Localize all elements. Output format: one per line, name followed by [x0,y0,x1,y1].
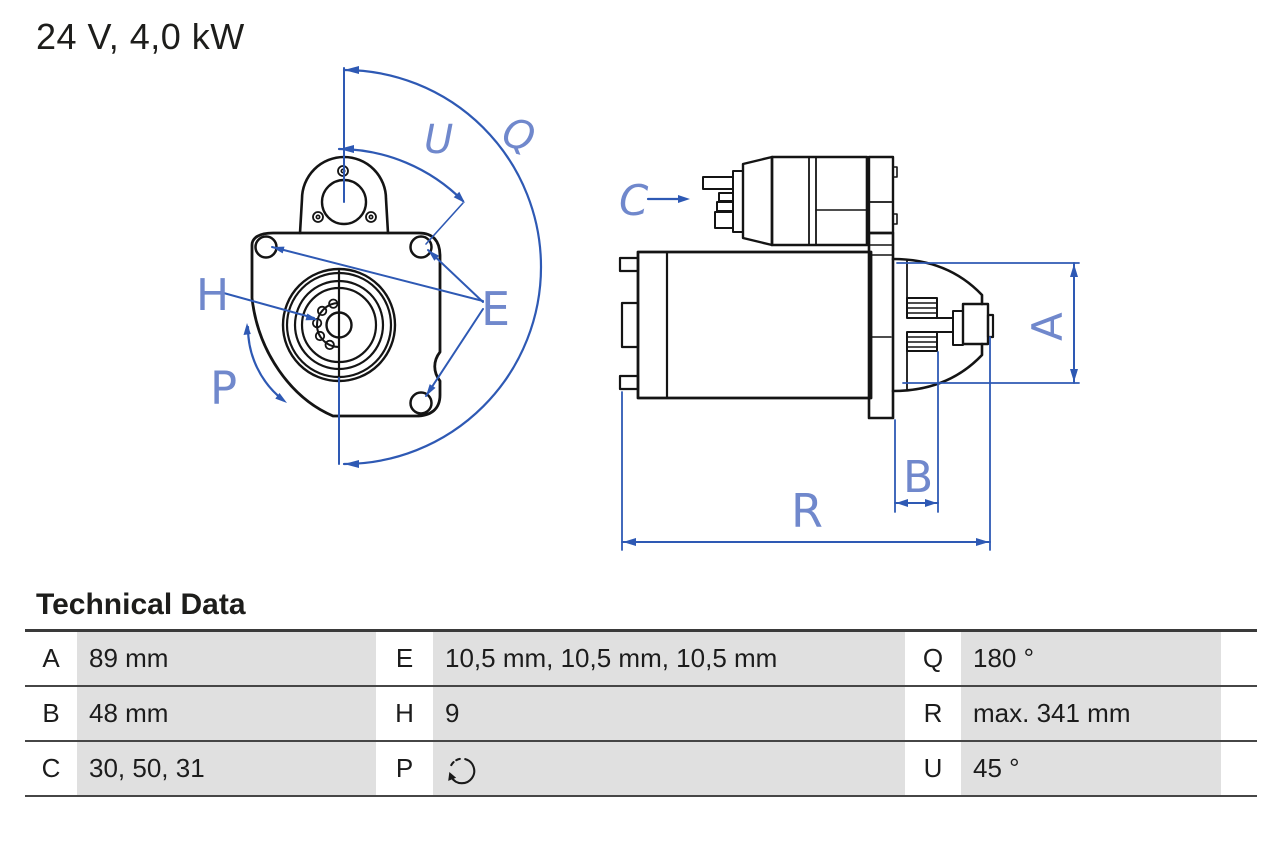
row-key-q: Q [905,632,961,685]
table-row: A 89 mm E 10,5 mm, 10,5 mm, 10,5 mm Q 18… [25,632,1257,687]
row-value-q: 180 ° [961,632,1221,685]
leader-e3 [425,308,484,397]
page-title: 24 V, 4,0 kW [36,16,245,57]
row-key-a: A [25,632,77,685]
dimension-arrowheads [243,66,1078,546]
terminal-stud [702,176,734,190]
mounting-flange [867,231,895,420]
row-key-e: E [376,632,433,685]
technical-drawing: U Q H E P C A B R [196,66,1080,551]
label-c: C [619,176,649,225]
shaft-hole [325,311,353,339]
row-key-u: U [905,742,961,795]
flange-outline [250,231,442,418]
row-key-c: C [25,742,77,795]
leader-e2 [427,249,484,303]
solenoid-cap [741,155,774,247]
row-value-h: 9 [433,687,905,740]
solenoid-body [770,155,869,247]
dimension-labels: U Q H E P C A B R [196,110,1072,538]
label-b: B [903,452,933,503]
row-value-p [433,742,905,795]
row-value-c: 30, 50, 31 [77,742,376,795]
leader-e1 [271,246,484,302]
label-p: P [210,362,237,415]
dimension-lines [219,67,1080,551]
label-e: E [481,282,510,336]
row-key-r: R [905,687,961,740]
drive-bearing [961,302,990,346]
dimension-arc-u [337,147,465,203]
front-view [250,155,442,418]
rotation-arc-p [246,325,285,402]
label-r: R [791,484,823,538]
row-value-r: max. 341 mm [961,687,1221,740]
dimension-arc-q [342,68,543,466]
bolt-hole-top-right [409,235,433,259]
solenoid-bracket [867,155,895,235]
table-row: C 30, 50, 31 P U 45 ° [25,742,1257,797]
row-value-b: 48 mm [77,687,376,740]
row-value-a: 89 mm [77,632,376,685]
side-view [618,155,995,420]
table-row: B 48 mm H 9 R max. 341 mm [25,687,1257,742]
bell-housing [891,257,984,306]
leader-h [219,291,315,319]
label-u: U [424,117,453,163]
technical-data-table: A 89 mm E 10,5 mm, 10,5 mm, 10,5 mm Q 18… [25,629,1257,797]
row-value-u: 45 ° [961,742,1221,795]
row-key-b: B [25,687,77,740]
technical-data-heading: Technical Data [36,588,246,621]
shaft-stub [986,313,995,339]
motor-body [636,250,873,400]
label-h: H [196,270,229,321]
row-value-e: 10,5 mm, 10,5 mm, 10,5 mm [433,632,905,685]
bolt-hole-bottom-right [409,391,433,415]
label-a: A [1023,312,1072,341]
row-key-h: H [376,687,433,740]
label-q: Q [498,110,540,162]
row-key-p: P [376,742,433,795]
rotation-ccw-icon [448,757,476,784]
